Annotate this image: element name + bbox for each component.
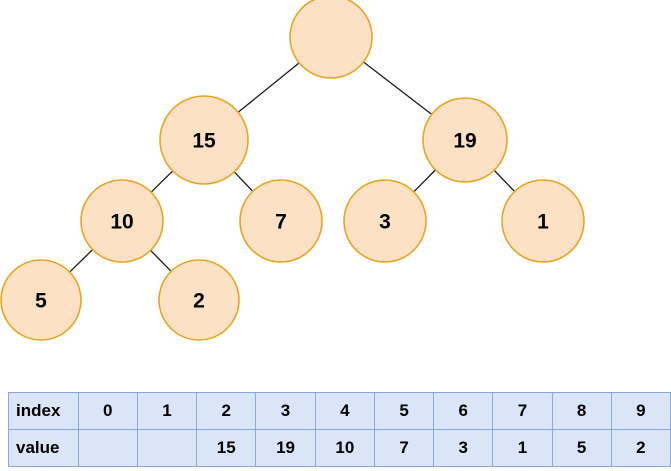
- tree-edge-root-n15: [237, 62, 300, 113]
- cell-value-5: 7: [374, 429, 435, 467]
- tree-node-label-n7: 7: [275, 211, 287, 234]
- tree-node-label-n1: 1: [537, 211, 549, 234]
- cell-index-5: 5: [374, 392, 435, 430]
- tree-edge-n15-n10: [150, 170, 174, 193]
- tree-node-circle-root[interactable]: [289, 0, 373, 79]
- row-header-index: index: [8, 392, 79, 430]
- tree-node-n10[interactable]: 10: [80, 179, 164, 263]
- tree-edge-n19-n1: [493, 169, 516, 192]
- cell-value-9: 2: [610, 429, 671, 467]
- tree-node-circle-n1[interactable]: [501, 179, 585, 263]
- cell-value-4: 10: [314, 429, 376, 467]
- tree-edge-n10-n2: [150, 249, 172, 272]
- cell-index-9: 9: [610, 392, 671, 430]
- cell-index-2: 2: [196, 392, 257, 430]
- tree-node-n15[interactable]: 15: [159, 95, 249, 185]
- tree-edges-group: [69, 61, 516, 273]
- tree-node-label-n10: 10: [110, 211, 133, 234]
- tree-node-n2[interactable]: 2: [158, 259, 240, 341]
- tree-node-n7[interactable]: 7: [239, 179, 323, 263]
- cell-index-6: 6: [433, 392, 494, 430]
- cell-index-4: 4: [314, 392, 376, 430]
- cell-value-0: [77, 429, 138, 467]
- tree-edge-n15-n7: [233, 171, 254, 192]
- tree-edge-n19-n3: [413, 169, 436, 193]
- cell-value-1: [136, 429, 198, 467]
- cell-index-3: 3: [255, 392, 316, 430]
- tree-edge-root-n19: [363, 61, 433, 115]
- tree-node-circle-n15[interactable]: [159, 95, 249, 185]
- tree-node-n3[interactable]: 3: [343, 179, 427, 263]
- cell-index-8: 8: [551, 392, 612, 430]
- cell-index-7: 7: [492, 392, 553, 430]
- tree-node-circle-n7[interactable]: [239, 179, 323, 263]
- tree-node-root[interactable]: [289, 0, 373, 79]
- row-header-value: value: [8, 429, 79, 467]
- cell-index-1: 1: [136, 392, 198, 430]
- tree-node-label-n19: 19: [453, 130, 476, 153]
- tree-edge-n10-n5: [69, 249, 94, 273]
- tree-node-circle-n3[interactable]: [343, 179, 427, 263]
- tree-node-circle-n19[interactable]: [422, 97, 508, 183]
- tree-node-circle-n10[interactable]: [80, 179, 164, 263]
- cell-index-0: 0: [77, 392, 138, 430]
- tree-node-label-n15: 15: [192, 130, 216, 153]
- cell-value-6: 3: [433, 429, 494, 467]
- tree-node-circle-n2[interactable]: [158, 259, 240, 341]
- cell-value-7: 1: [492, 429, 553, 467]
- tree-node-n1[interactable]: 1: [501, 179, 585, 263]
- tree-node-circle-n5[interactable]: [0, 259, 82, 341]
- cell-value-2: 15: [196, 429, 257, 467]
- tree-node-n19[interactable]: 19: [422, 97, 508, 183]
- tree-node-n5[interactable]: 5: [0, 259, 82, 341]
- tree-node-label-n3: 3: [379, 211, 391, 234]
- tree-node-label-n2: 2: [193, 290, 205, 313]
- tree-node-label-n5: 5: [35, 290, 47, 313]
- cell-value-8: 5: [551, 429, 612, 467]
- cell-value-3: 19: [255, 429, 316, 467]
